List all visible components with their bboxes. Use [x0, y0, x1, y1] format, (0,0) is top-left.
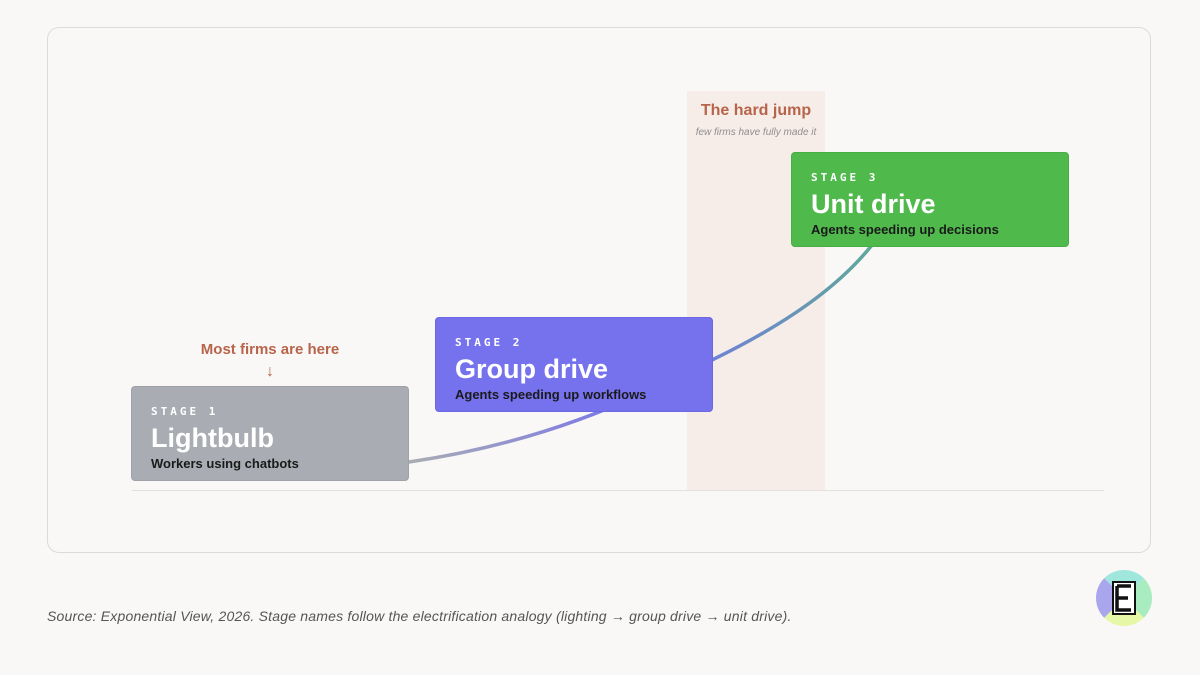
- stage-3-description: Agents speeding up decisions: [811, 222, 999, 237]
- down-arrow-icon: ↓: [266, 363, 274, 380]
- stage-1-card: STAGE 1 Lightbulb Workers using chatbots: [131, 386, 409, 481]
- hard-jump-subtitle: few firms have fully made it: [695, 127, 817, 138]
- stage-1-label: STAGE 1: [151, 405, 219, 418]
- source-caption: Source: Exponential View, 2026. Stage na…: [47, 608, 792, 624]
- stage-2-description: Agents speeding up workflows: [455, 387, 647, 402]
- hard-jump-title: The hard jump: [700, 102, 812, 119]
- stage-1-title: Lightbulb: [151, 423, 274, 453]
- stage-2-label: STAGE 2: [455, 336, 523, 349]
- stage-3-title: Unit drive: [811, 189, 936, 219]
- stage-3-label: STAGE 3: [811, 171, 879, 184]
- stage-2-title: Group drive: [455, 354, 609, 384]
- stage-2-card: STAGE 2 Group drive Agents speeding up w…: [435, 317, 713, 412]
- baseline: [132, 490, 1104, 491]
- stage-1-description: Workers using chatbots: [151, 456, 299, 471]
- exponential-view-logo-icon: [1096, 570, 1152, 626]
- most-firms-annotation: Most firms are here: [200, 341, 340, 358]
- stage-3-card: STAGE 3 Unit drive Agents speeding up de…: [791, 152, 1069, 247]
